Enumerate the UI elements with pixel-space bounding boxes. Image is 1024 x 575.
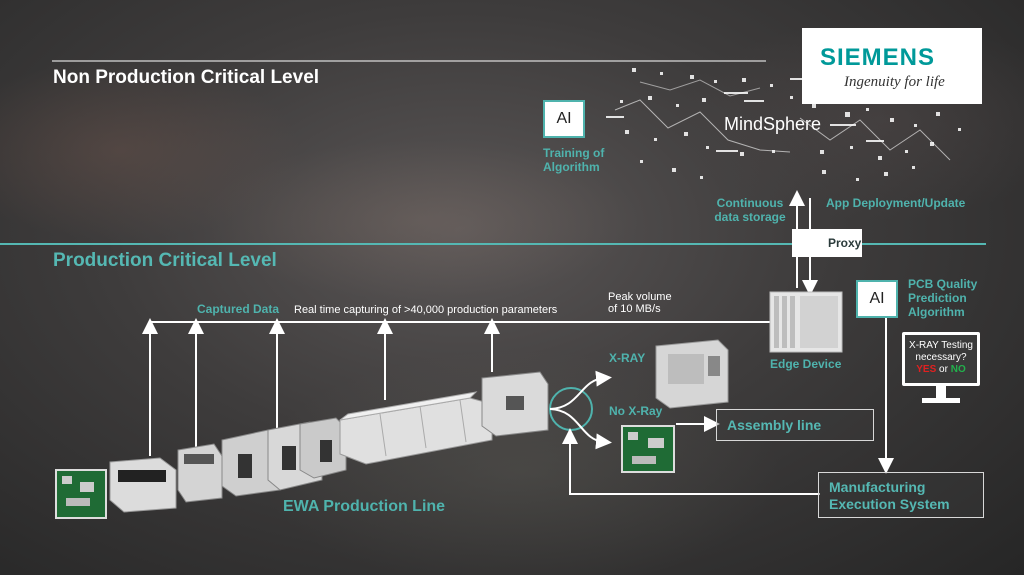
network-line-3 bbox=[639, 79, 761, 97]
edge-ai-box: AI bbox=[856, 280, 898, 318]
siemens-name: SIEMENS bbox=[820, 44, 936, 71]
mes-label: Manufacturing Execution System bbox=[829, 479, 950, 512]
no-xray-label: No X-Ray bbox=[609, 404, 663, 418]
no-label: NO bbox=[950, 364, 966, 375]
network-line-1 bbox=[614, 99, 791, 153]
production-line-graphic bbox=[55, 371, 549, 519]
assembly-line-label: Assembly line bbox=[727, 417, 822, 433]
assembly-line-box: Assembly line bbox=[716, 409, 874, 441]
production-line-label: EWA Production Line bbox=[283, 498, 446, 515]
monitor-screen: X-RAY Testing necessary? YES or NO bbox=[905, 335, 977, 383]
xray-label: X-RAY bbox=[609, 351, 646, 365]
production-level-title: Production Critical Level bbox=[53, 250, 277, 271]
pcb-board-graphic bbox=[621, 425, 675, 473]
monitor-base bbox=[922, 398, 960, 403]
monitor-stand bbox=[936, 386, 946, 398]
app-deployment-label: App Deployment/Update bbox=[826, 196, 966, 210]
continuous-storage-label: Continuous data storage bbox=[714, 196, 786, 224]
non-production-level-title: Non Production Critical Level bbox=[53, 67, 320, 88]
network-line-2 bbox=[799, 117, 951, 161]
proxy-box: Proxy bbox=[792, 229, 862, 257]
mindsphere-label: MindSphere bbox=[724, 114, 822, 134]
arrow-to-no-xray bbox=[549, 408, 612, 450]
captured-data-label: Captured Data bbox=[197, 302, 280, 316]
mindsphere-network-graphic bbox=[606, 68, 961, 181]
edge-device-graphic bbox=[769, 291, 843, 353]
mes-feedback-arrow bbox=[562, 428, 820, 495]
training-label: Training of Algorithm bbox=[543, 146, 605, 174]
proxy-label: Proxy bbox=[828, 236, 862, 250]
pcb-quality-label: PCB Quality Prediction Algorithm bbox=[908, 277, 978, 319]
realtime-capture-label: Real time capturing of >40,000 productio… bbox=[294, 304, 558, 316]
mes-box: Manufacturing Execution System bbox=[818, 472, 984, 518]
yes-label: YES bbox=[916, 364, 937, 375]
monitor: X-RAY Testing necessary? YES or NO bbox=[902, 332, 980, 386]
siemens-tagline: Ingenuity for life bbox=[844, 74, 945, 90]
edge-device-label: Edge Device bbox=[770, 357, 842, 371]
cloud-ai-box: AI bbox=[543, 100, 585, 138]
arrow-to-xray bbox=[549, 370, 612, 410]
siemens-logo: SIEMENS Ingenuity for life bbox=[802, 28, 982, 104]
xray-machine-graphic bbox=[655, 339, 729, 409]
peak-volume-label: Peak volume of 10 MB/s bbox=[608, 291, 672, 315]
